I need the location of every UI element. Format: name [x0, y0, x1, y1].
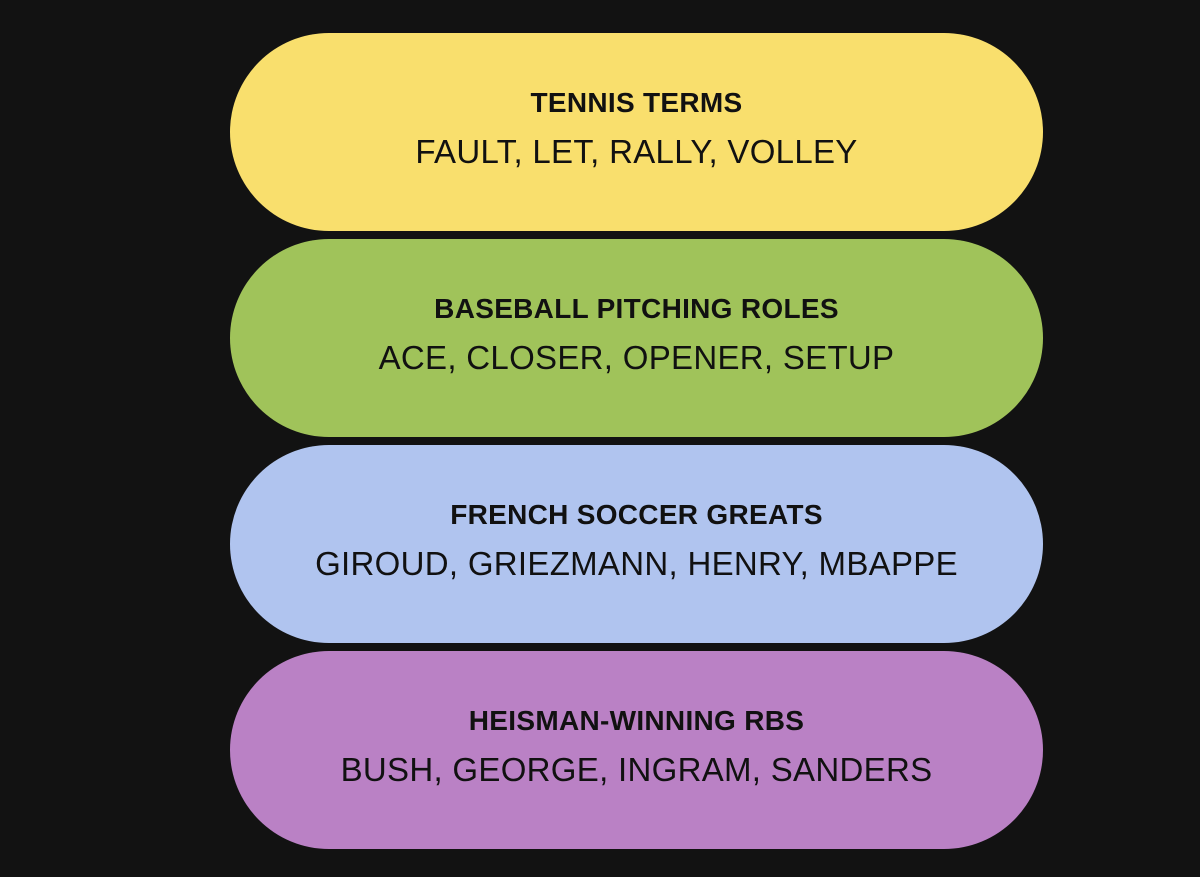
- solved-group-green: BASEBALL PITCHING ROLES ACE, CLOSER, OPE…: [230, 239, 1043, 437]
- group-members: GIROUD, GRIEZMANN, HENRY, MBAPPE: [315, 545, 958, 582]
- group-title: FRENCH SOCCER GREATS: [450, 499, 823, 530]
- group-title: BASEBALL PITCHING ROLES: [434, 293, 839, 324]
- group-members: BUSH, GEORGE, INGRAM, SANDERS: [340, 751, 933, 788]
- group-title: TENNIS TERMS: [530, 87, 743, 118]
- solved-group-yellow: TENNIS TERMS FAULT, LET, RALLY, VOLLEY: [230, 33, 1043, 231]
- group-members: FAULT, LET, RALLY, VOLLEY: [415, 133, 858, 170]
- group-members: ACE, CLOSER, OPENER, SETUP: [378, 339, 895, 376]
- solved-group-blue: FRENCH SOCCER GREATS GIROUD, GRIEZMANN, …: [230, 445, 1043, 643]
- group-title: HEISMAN-WINNING RBS: [468, 705, 805, 736]
- solved-group-purple: HEISMAN-WINNING RBS BUSH, GEORGE, INGRAM…: [230, 651, 1043, 849]
